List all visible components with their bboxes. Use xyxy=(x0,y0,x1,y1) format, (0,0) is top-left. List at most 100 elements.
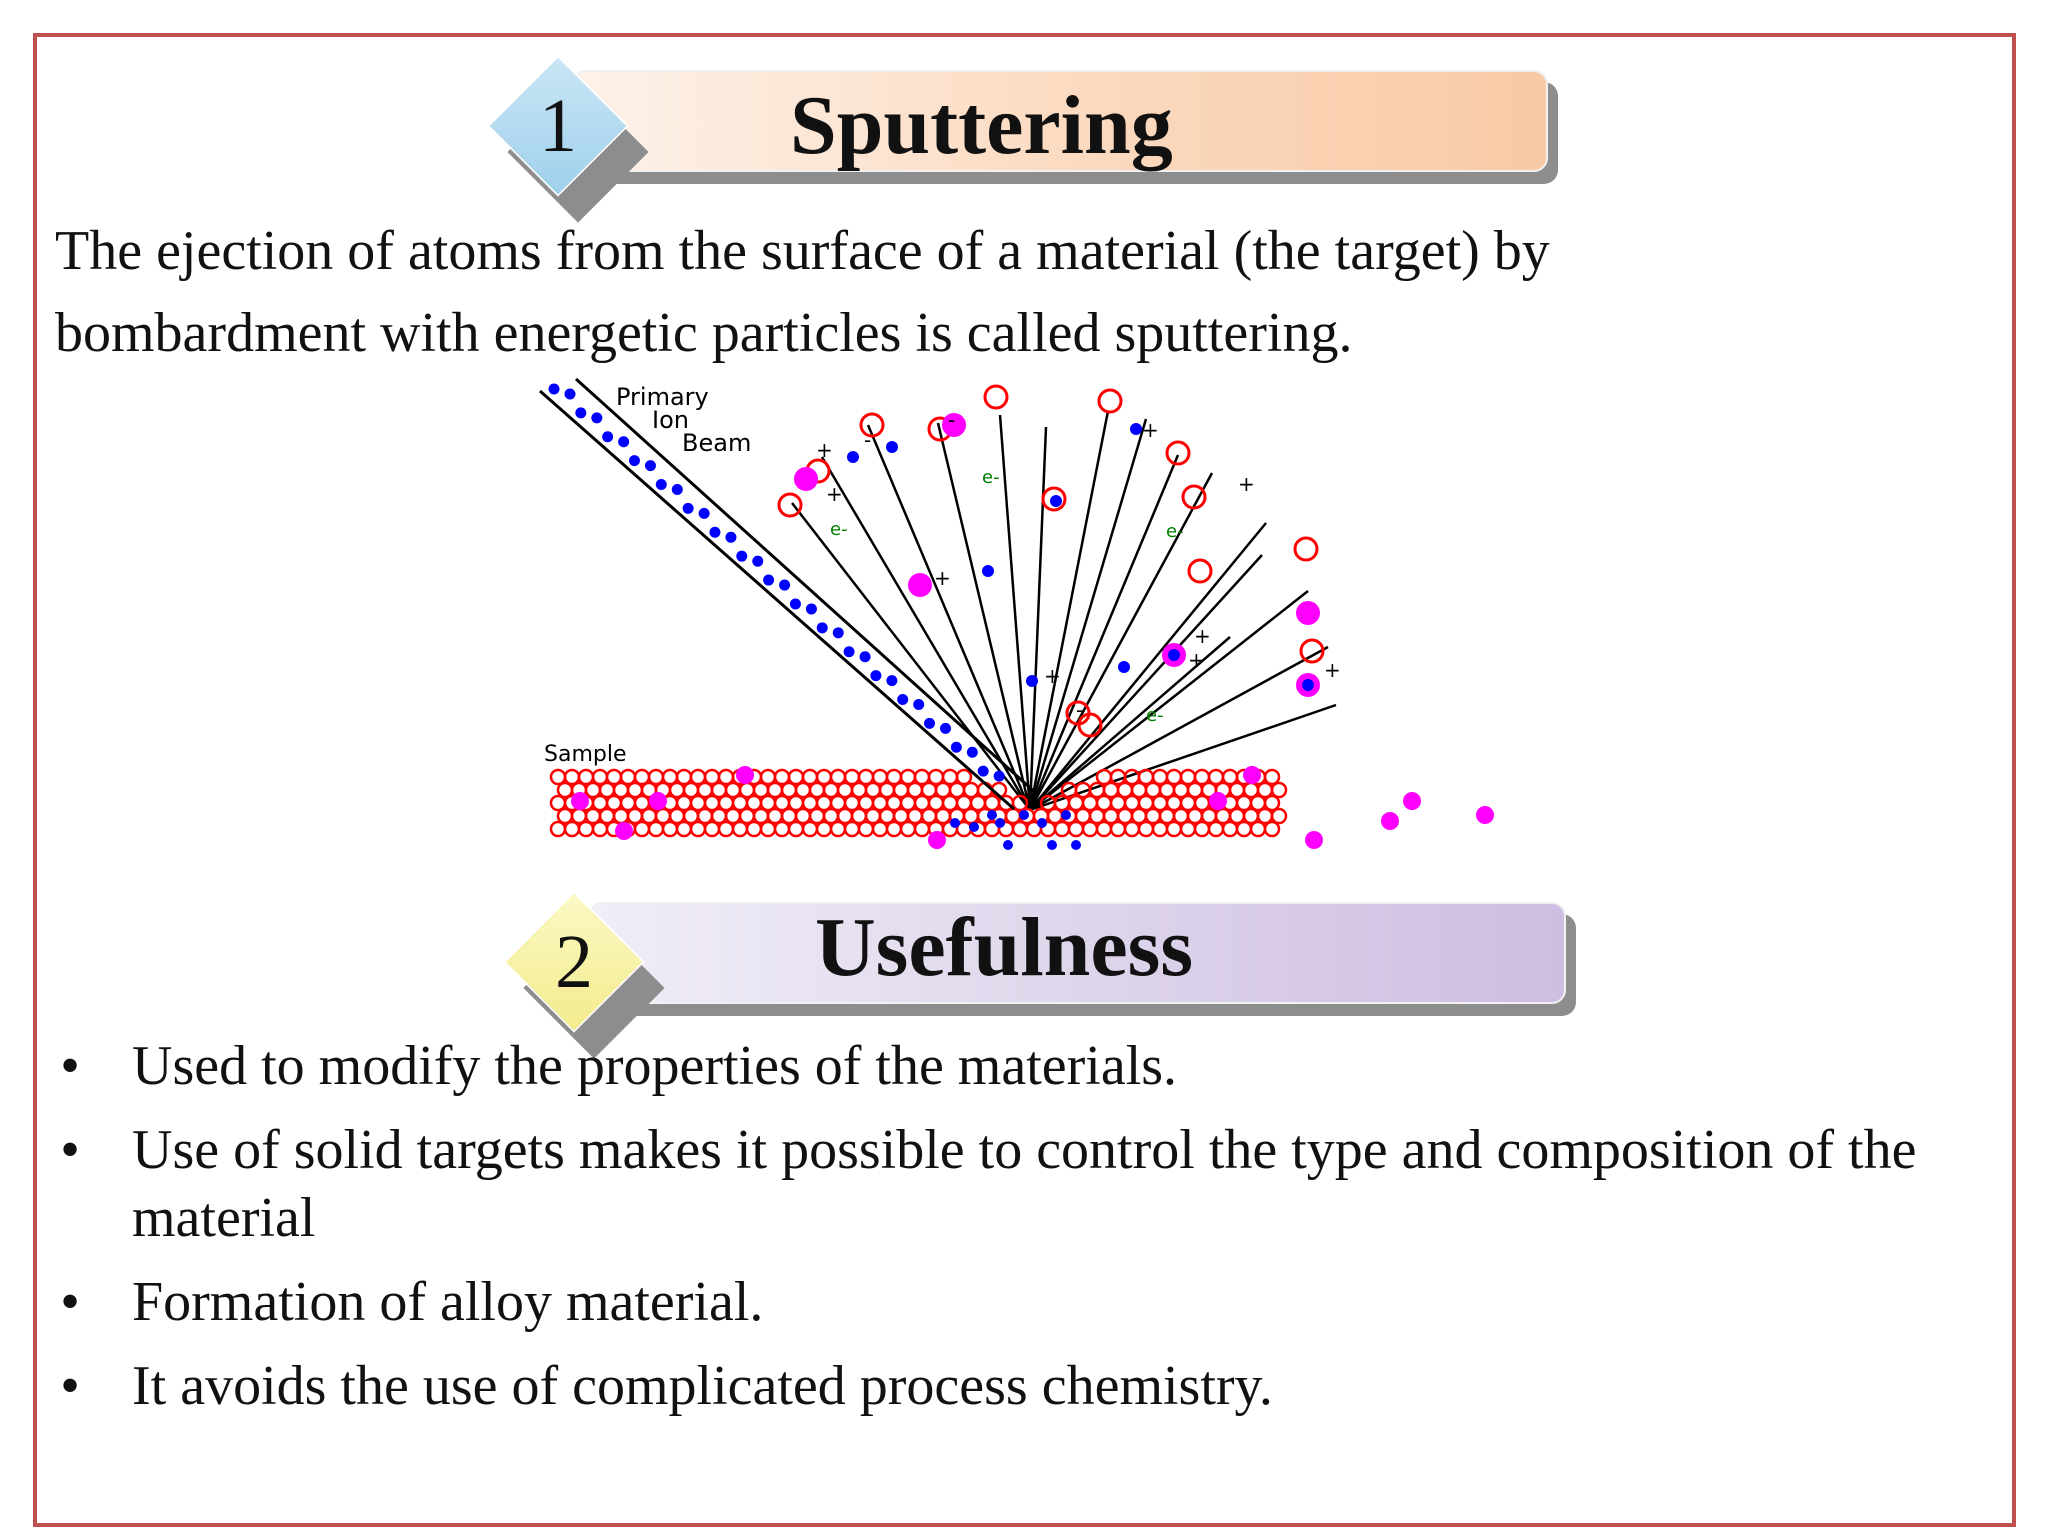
substrate-atom xyxy=(577,768,595,786)
substrate-atom xyxy=(801,820,819,838)
substrate-atom xyxy=(1179,794,1197,812)
substrate-atom xyxy=(1067,794,1085,812)
substrate-atom xyxy=(591,820,609,838)
implanted-ion xyxy=(1047,840,1057,850)
substrate-atom xyxy=(752,781,770,799)
beam-ion xyxy=(602,431,614,443)
sputtered-dopant xyxy=(794,467,818,491)
sputtered-atom xyxy=(1299,638,1325,664)
substrate-atom xyxy=(647,820,665,838)
list-item-text: Use of solid targets makes it possible t… xyxy=(132,1119,1917,1249)
list-item-text: Used to modify the properties of the mat… xyxy=(132,1035,1178,1097)
substrate-atom xyxy=(808,781,826,799)
substrate-atom xyxy=(948,781,966,799)
beam-ion xyxy=(725,531,737,543)
charge-plus: + xyxy=(826,482,843,506)
substrate-atom xyxy=(1172,807,1190,825)
electron-label: e- xyxy=(830,519,848,540)
substrate-atom xyxy=(689,820,707,838)
substrate-atom xyxy=(724,781,742,799)
substrate-atom xyxy=(1081,794,1099,812)
substrate-atom xyxy=(1235,820,1253,838)
beam-ion xyxy=(924,717,936,729)
substrate-atom xyxy=(871,820,889,838)
substrate-atom xyxy=(1221,768,1239,786)
substrate-atom xyxy=(801,768,819,786)
substrate-atom xyxy=(1186,807,1204,825)
substrate-atom xyxy=(1193,820,1211,838)
beam-ion xyxy=(859,651,871,663)
substrate-atom xyxy=(913,820,931,838)
beam-ion xyxy=(618,436,630,448)
implanted-ion xyxy=(1037,818,1047,828)
dopant-atom xyxy=(736,766,754,784)
sputtered-atom xyxy=(1181,484,1207,510)
substrate-atom xyxy=(675,794,693,812)
substrate-atom xyxy=(962,807,980,825)
substrate-atom xyxy=(878,781,896,799)
substrate-atom xyxy=(598,781,616,799)
electron-label: e- xyxy=(1146,705,1164,726)
beam-ion xyxy=(843,646,855,658)
substrate-atom xyxy=(1165,768,1183,786)
substrate-atom xyxy=(815,820,833,838)
substrate-atom xyxy=(1207,768,1225,786)
substrate-atom xyxy=(1130,807,1148,825)
substrate-atom xyxy=(1165,794,1183,812)
substrate-atom xyxy=(759,820,777,838)
dopant-atom xyxy=(1476,806,1494,824)
substrate-atom xyxy=(731,794,749,812)
substrate-atom xyxy=(584,807,602,825)
substrate-atom xyxy=(549,768,567,786)
substrate-atom xyxy=(885,794,903,812)
list-item: •Formation of alloy material. xyxy=(50,1268,2000,1336)
substrate-atom xyxy=(857,794,875,812)
substrate-atom xyxy=(1123,820,1141,838)
charge-plus: + xyxy=(1324,658,1341,682)
substrate-atom xyxy=(815,768,833,786)
substrate-atom xyxy=(1228,781,1246,799)
substrate-atom xyxy=(612,781,630,799)
substrate-atom xyxy=(836,781,854,799)
substrate-atom xyxy=(1081,820,1099,838)
substrate-atom xyxy=(1263,794,1281,812)
ejection-trajectory xyxy=(820,456,1032,811)
beam-ion xyxy=(870,670,882,682)
substrate-atom xyxy=(1193,794,1211,812)
implanted-ion xyxy=(987,810,997,820)
ejection-trajectory xyxy=(1028,410,1110,811)
substrate-atom xyxy=(668,781,686,799)
substrate-atom xyxy=(549,794,567,812)
substrate-atom xyxy=(1179,768,1197,786)
ejection-trajectory xyxy=(1029,636,1231,811)
sputtered-ion xyxy=(1302,679,1314,691)
beam-ion xyxy=(591,412,603,424)
substrate-atom xyxy=(1270,807,1288,825)
substrate-atom xyxy=(1011,820,1029,838)
substrate-atom xyxy=(675,768,693,786)
sputtered-atom xyxy=(1165,440,1191,466)
substrate-atom xyxy=(794,781,812,799)
sputtered-atom xyxy=(1187,558,1213,584)
substrate-atom xyxy=(745,794,763,812)
dopant-atom xyxy=(928,831,946,849)
substrate-atom xyxy=(829,794,847,812)
bullet: • xyxy=(60,1271,80,1333)
sputtering-diagram: e-e-e-e-+++++++++--- Primary Ion Beam Sa… xyxy=(530,375,1530,880)
substrate-atom xyxy=(1123,794,1141,812)
list-item: •Use of solid targets makes it possible … xyxy=(50,1116,2000,1252)
substrate-atom xyxy=(1151,794,1169,812)
sputtered-atom xyxy=(1293,536,1319,562)
beam-ion xyxy=(655,479,667,491)
sample-label: Sample xyxy=(544,742,627,767)
substrate-atom xyxy=(1095,794,1113,812)
beam-ion xyxy=(698,507,710,519)
substrate-atom xyxy=(605,768,623,786)
substrate-atom xyxy=(787,794,805,812)
substrate-atom xyxy=(654,807,672,825)
substrate-atom xyxy=(1207,820,1225,838)
substrate-atom xyxy=(1046,807,1064,825)
substrate-atom xyxy=(584,781,602,799)
list-item-text: It avoids the use of complicated process… xyxy=(132,1355,1273,1417)
substrate-atom xyxy=(556,807,574,825)
